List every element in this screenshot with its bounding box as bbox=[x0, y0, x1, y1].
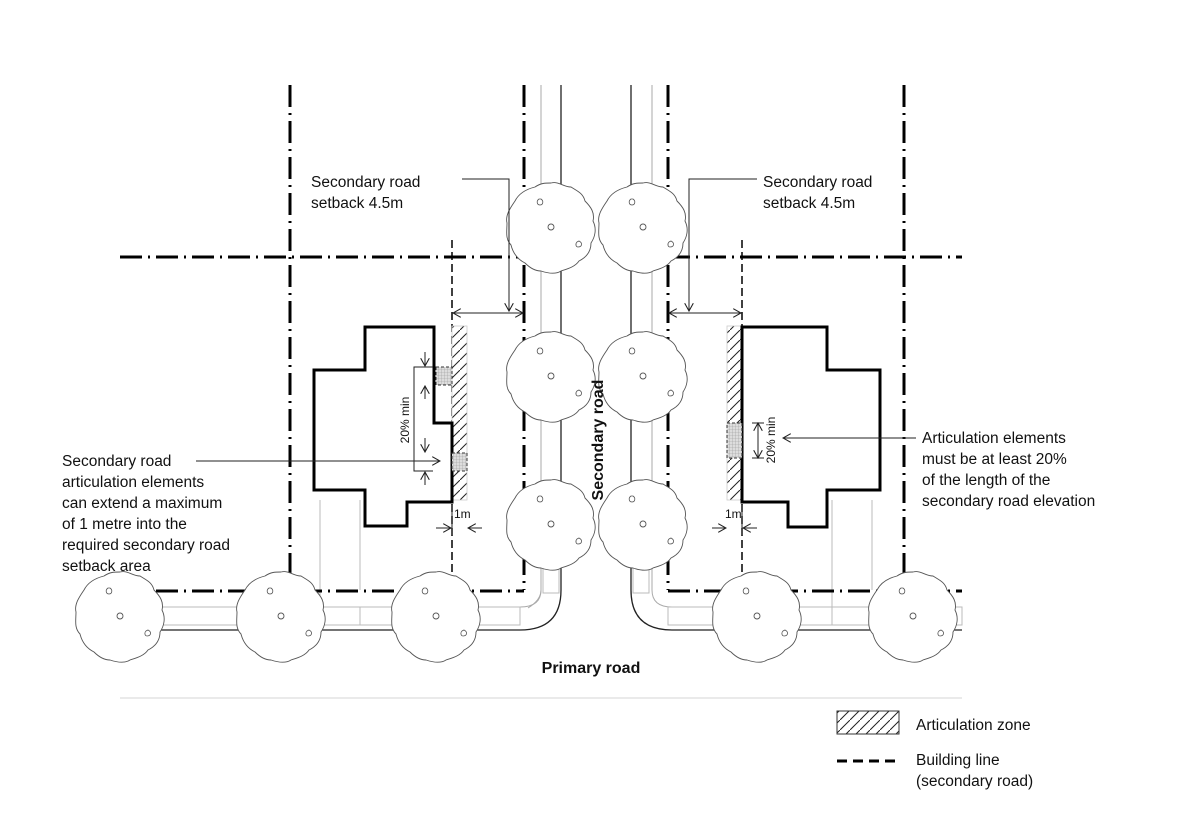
dimension-20pct-right: 20% min bbox=[752, 417, 778, 464]
setback-label-right-line2: setback 4.5m bbox=[763, 195, 855, 212]
tree-icon bbox=[75, 571, 165, 663]
tree-icon bbox=[391, 571, 481, 663]
annotation-right-line-1: Articulation elements bbox=[922, 430, 1066, 447]
annotation-right: Articulation elements must be at least 2… bbox=[783, 430, 1095, 510]
dimension-20pct-left: 20% min bbox=[398, 352, 433, 485]
house-right bbox=[740, 325, 882, 529]
articulation-zone-right bbox=[726, 325, 743, 501]
articulation-element-right bbox=[726, 422, 743, 459]
setback-dimension-left: Secondary road setback 4.5m bbox=[311, 174, 523, 313]
tree-icon bbox=[598, 331, 688, 423]
annotation-left-line-2: articulation elements bbox=[62, 474, 204, 491]
legend: Articulation zone Building line (seconda… bbox=[836, 710, 1033, 790]
articulation-element-left-1 bbox=[435, 366, 453, 386]
tree-icon bbox=[868, 571, 958, 663]
annotation-right-line-2: must be at least 20% bbox=[922, 451, 1067, 468]
annotation-left-line-1: Secondary road bbox=[62, 453, 171, 470]
tree-icon bbox=[506, 479, 596, 571]
articulation-zone-left bbox=[451, 325, 468, 501]
primary-road-label: Primary road bbox=[542, 660, 641, 677]
setback-label-left-line2: setback 4.5m bbox=[311, 195, 403, 212]
annotation-right-line-4: secondary road elevation bbox=[922, 493, 1095, 510]
dim-1m-right-label: 1m bbox=[725, 507, 742, 521]
annotation-right-line-3: of the length of the bbox=[922, 472, 1050, 489]
hatch-swatch-icon bbox=[836, 710, 900, 735]
dimension-1m-left: 1m bbox=[436, 505, 482, 535]
tree-icon bbox=[236, 571, 326, 663]
tree-icon bbox=[506, 182, 596, 274]
legend-label-building-line: Building line bbox=[916, 752, 1000, 769]
dim-20pct-right-label: 20% min bbox=[764, 417, 778, 464]
annotation-left-line-5: required secondary road bbox=[62, 537, 230, 554]
house-left bbox=[312, 325, 454, 528]
annotation-left: Secondary road articulation elements can… bbox=[62, 453, 440, 575]
setback-label-right-line1: Secondary road bbox=[763, 174, 872, 191]
setback-label-left-line1: Secondary road bbox=[311, 174, 420, 191]
legend-label-building-line-2: (secondary road) bbox=[916, 773, 1033, 790]
annotation-left-line-3: can extend a maximum bbox=[62, 495, 222, 512]
annotation-left-line-6: setback area bbox=[62, 558, 151, 575]
articulation-element-left-2 bbox=[451, 452, 468, 472]
dim-1m-left-label: 1m bbox=[454, 507, 471, 521]
dim-20pct-left-label: 20% min bbox=[398, 397, 412, 444]
dimension-1m-right: 1m bbox=[712, 505, 757, 535]
legend-label-articulation-zone: Articulation zone bbox=[916, 717, 1031, 734]
annotation-left-line-4: of 1 metre into the bbox=[62, 516, 187, 533]
secondary-road-label: Secondary road bbox=[590, 380, 607, 501]
tree-icon bbox=[598, 479, 688, 571]
setback-dimension-right: Secondary road setback 4.5m bbox=[669, 174, 872, 313]
tree-icon bbox=[598, 182, 688, 274]
tree-icon bbox=[506, 331, 596, 423]
tree-icon bbox=[712, 571, 802, 663]
